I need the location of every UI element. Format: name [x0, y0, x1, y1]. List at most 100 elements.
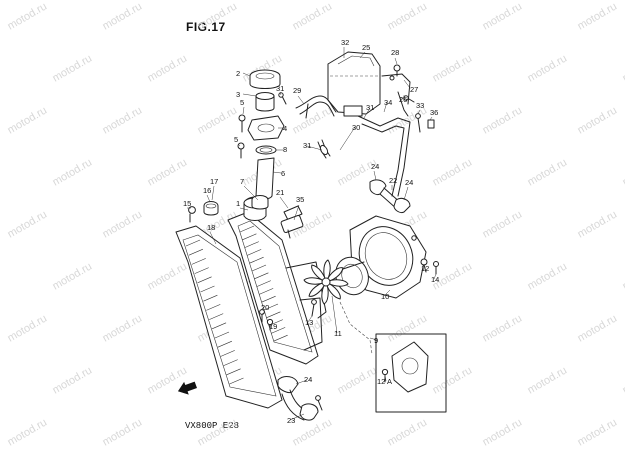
callout-6: 6: [281, 169, 285, 178]
callout-13: 13: [305, 318, 313, 327]
watermark-text: motod.ru: [291, 104, 335, 136]
watermark-text: motod.ru: [101, 0, 145, 32]
callout-25: 25: [362, 43, 370, 52]
callout-16: 16: [203, 186, 211, 195]
watermark-text: motod.ru: [621, 364, 625, 396]
callout-33: 33: [416, 101, 424, 110]
callout-19: 19: [269, 322, 277, 331]
callout-15: 15: [183, 199, 191, 208]
callout-8: 8: [283, 145, 287, 154]
watermark-text: motod.ru: [196, 0, 240, 32]
watermark-text: motod.ru: [101, 104, 145, 136]
mounting-hardware: [188, 201, 274, 331]
callout-26: 26: [399, 95, 407, 104]
callout-29: 29: [293, 86, 301, 95]
watermark-text: motod.ru: [431, 364, 475, 396]
callout-17: 17: [210, 177, 218, 186]
watermark-text: motod.ru: [6, 416, 50, 448]
watermark-text: motod.ru: [196, 416, 240, 448]
watermark-text: motod.ru: [576, 312, 620, 344]
watermark-text: motod.ru: [291, 416, 335, 448]
callout-31-mid: 31: [366, 103, 374, 112]
callout-24-lower: 24: [304, 375, 312, 384]
callout-4: 4: [283, 124, 287, 133]
callout-24-upper: 24: [371, 162, 379, 171]
watermark-text: motod.ru: [576, 416, 620, 448]
watermark-text: motod.ru: [621, 156, 625, 188]
callout-24-right: 24: [405, 178, 413, 187]
lower-hose: [277, 376, 323, 421]
callout-34: 34: [384, 98, 392, 107]
callout-10: 10: [381, 292, 389, 301]
watermark-text: motod.ru: [481, 416, 525, 448]
watermark-text: motod.ru: [51, 52, 95, 84]
callout-21: 21: [276, 188, 284, 197]
callout-leader-lines: [187, 47, 437, 421]
watermark-text: motod.ru: [51, 364, 95, 396]
callout-18: 18: [207, 223, 215, 232]
watermark-text: motod.ru: [386, 416, 430, 448]
callout-28: 28: [391, 48, 399, 57]
watermark-text: motod.ru: [386, 0, 430, 32]
watermark-text: motod.ru: [481, 0, 525, 32]
watermark-text: motod.ru: [51, 260, 95, 292]
watermark-text: motod.ru: [291, 0, 335, 32]
callout-31-left: 31: [303, 141, 311, 150]
callout-35: 35: [296, 195, 304, 204]
callout-12a: 12 A: [377, 377, 392, 386]
callout-5-upper: 5: [240, 98, 244, 107]
watermark-text: motod.ru: [431, 52, 475, 84]
detail-inset-box: [375, 333, 447, 413]
watermark-text: motod.ru: [481, 208, 525, 240]
callout-5-lower: 5: [234, 135, 238, 144]
watermark-text: motod.ru: [51, 156, 95, 188]
watermark-text: motod.ru: [101, 208, 145, 240]
watermark-text: motod.ru: [6, 208, 50, 240]
watermark-text: motod.ru: [146, 260, 190, 292]
watermark-text: motod.ru: [621, 260, 625, 292]
watermark-text: motod.ru: [6, 312, 50, 344]
watermark-text: motod.ru: [526, 52, 570, 84]
watermark-text: motod.ru: [526, 260, 570, 292]
coolant-hoses: [295, 95, 411, 213]
filler-cap-stack: [237, 69, 287, 210]
watermark-text: motod.ru: [481, 312, 525, 344]
figure-title: FIG.17: [186, 20, 226, 34]
watermark-text: motod.ru: [146, 156, 190, 188]
watermark-text: motod.ru: [6, 104, 50, 136]
watermark-text: motod.ru: [526, 156, 570, 188]
callout-11: 11: [334, 329, 342, 338]
model-code-label: VX800P E28: [185, 421, 240, 431]
watermark-text: motod.ru: [146, 52, 190, 84]
callout-1: 1: [236, 199, 240, 208]
watermark-text: motod.ru: [621, 52, 625, 84]
watermark-text: motod.ru: [101, 312, 145, 344]
watermark-text: motod.ru: [386, 312, 430, 344]
watermark-text: motod.ru: [101, 416, 145, 448]
callout-14: 14: [431, 275, 439, 284]
callout-23: 23: [287, 416, 295, 425]
watermark-text: motod.ru: [196, 104, 240, 136]
callout-22: 22: [389, 176, 397, 185]
callout-12: 12: [421, 264, 429, 273]
callout-31-top: 31: [276, 84, 284, 93]
callout-30: 30: [352, 123, 360, 132]
callout-27: 27: [410, 85, 418, 94]
watermark-text: motod.ru: [576, 208, 620, 240]
callout-labels: 32 25 28 27 26 2 3 31 29 34 31 33 36 5 4…: [183, 38, 439, 425]
watermark-text: motod.ru: [526, 364, 570, 396]
watermark-text: motod.ru: [431, 156, 475, 188]
callout-36: 36: [430, 108, 438, 117]
watermark-text: motod.ru: [6, 0, 50, 32]
watermark-text: motod.ru: [481, 104, 525, 136]
watermark-text: motod.ru: [336, 364, 380, 396]
callout-3: 3: [236, 90, 240, 99]
watermark-text: motod.ru: [576, 104, 620, 136]
front-arrow-icon: [177, 381, 197, 395]
watermark-text: motod.ru: [576, 0, 620, 32]
cooling-fan-assembly: [303, 215, 439, 355]
callout-32: 32: [341, 38, 349, 47]
callout-2: 2: [236, 69, 240, 78]
